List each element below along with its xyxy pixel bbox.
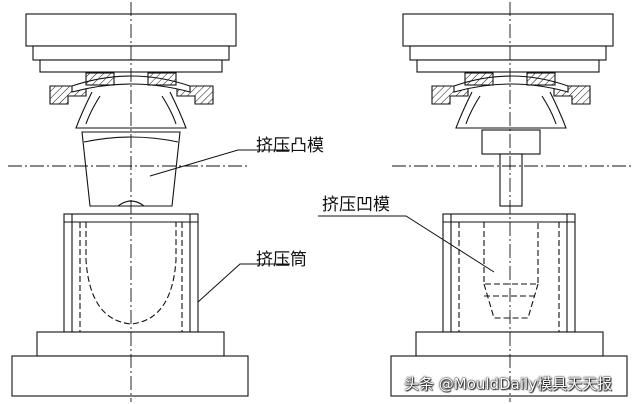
- right-upper-plate-2: [416, 59, 600, 73]
- label-extrusion-punch: 挤压凸模: [256, 136, 324, 156]
- right-upper-platen: [402, 13, 614, 47]
- right-mandrel-head: [481, 129, 541, 155]
- left-assembly: [11, 13, 249, 397]
- left-small-hatch-right: [147, 72, 177, 86]
- punch-leader: [149, 149, 290, 177]
- center-lines: [8, 2, 632, 402]
- left-base-plate: [36, 331, 225, 357]
- right-upper-plate-1: [409, 45, 607, 61]
- left-punch-neck: [75, 91, 187, 129]
- right-die-cavity: [483, 222, 539, 319]
- left-small-hatch-left: [85, 72, 115, 86]
- left-bed: [11, 355, 249, 397]
- label-extrusion-die: 挤压凹模: [322, 195, 390, 215]
- label-extrusion-container: 挤压筒: [256, 250, 307, 270]
- container-leader: [197, 263, 290, 303]
- right-punch-neck: [455, 91, 567, 129]
- left-container-cavity: [85, 222, 177, 325]
- right-mandrel-stem: [499, 153, 523, 207]
- die-leader: [318, 215, 495, 273]
- right-assembly: [390, 13, 628, 397]
- leader-lines: [149, 149, 495, 303]
- right-base-plate: [415, 331, 604, 357]
- right-bed: [390, 355, 628, 397]
- right-die: [442, 213, 576, 333]
- right-small-hatch-right: [526, 72, 556, 86]
- watermark: 头条 @MouldDaily模具天天报: [404, 375, 613, 393]
- right-small-hatch-left: [464, 72, 494, 86]
